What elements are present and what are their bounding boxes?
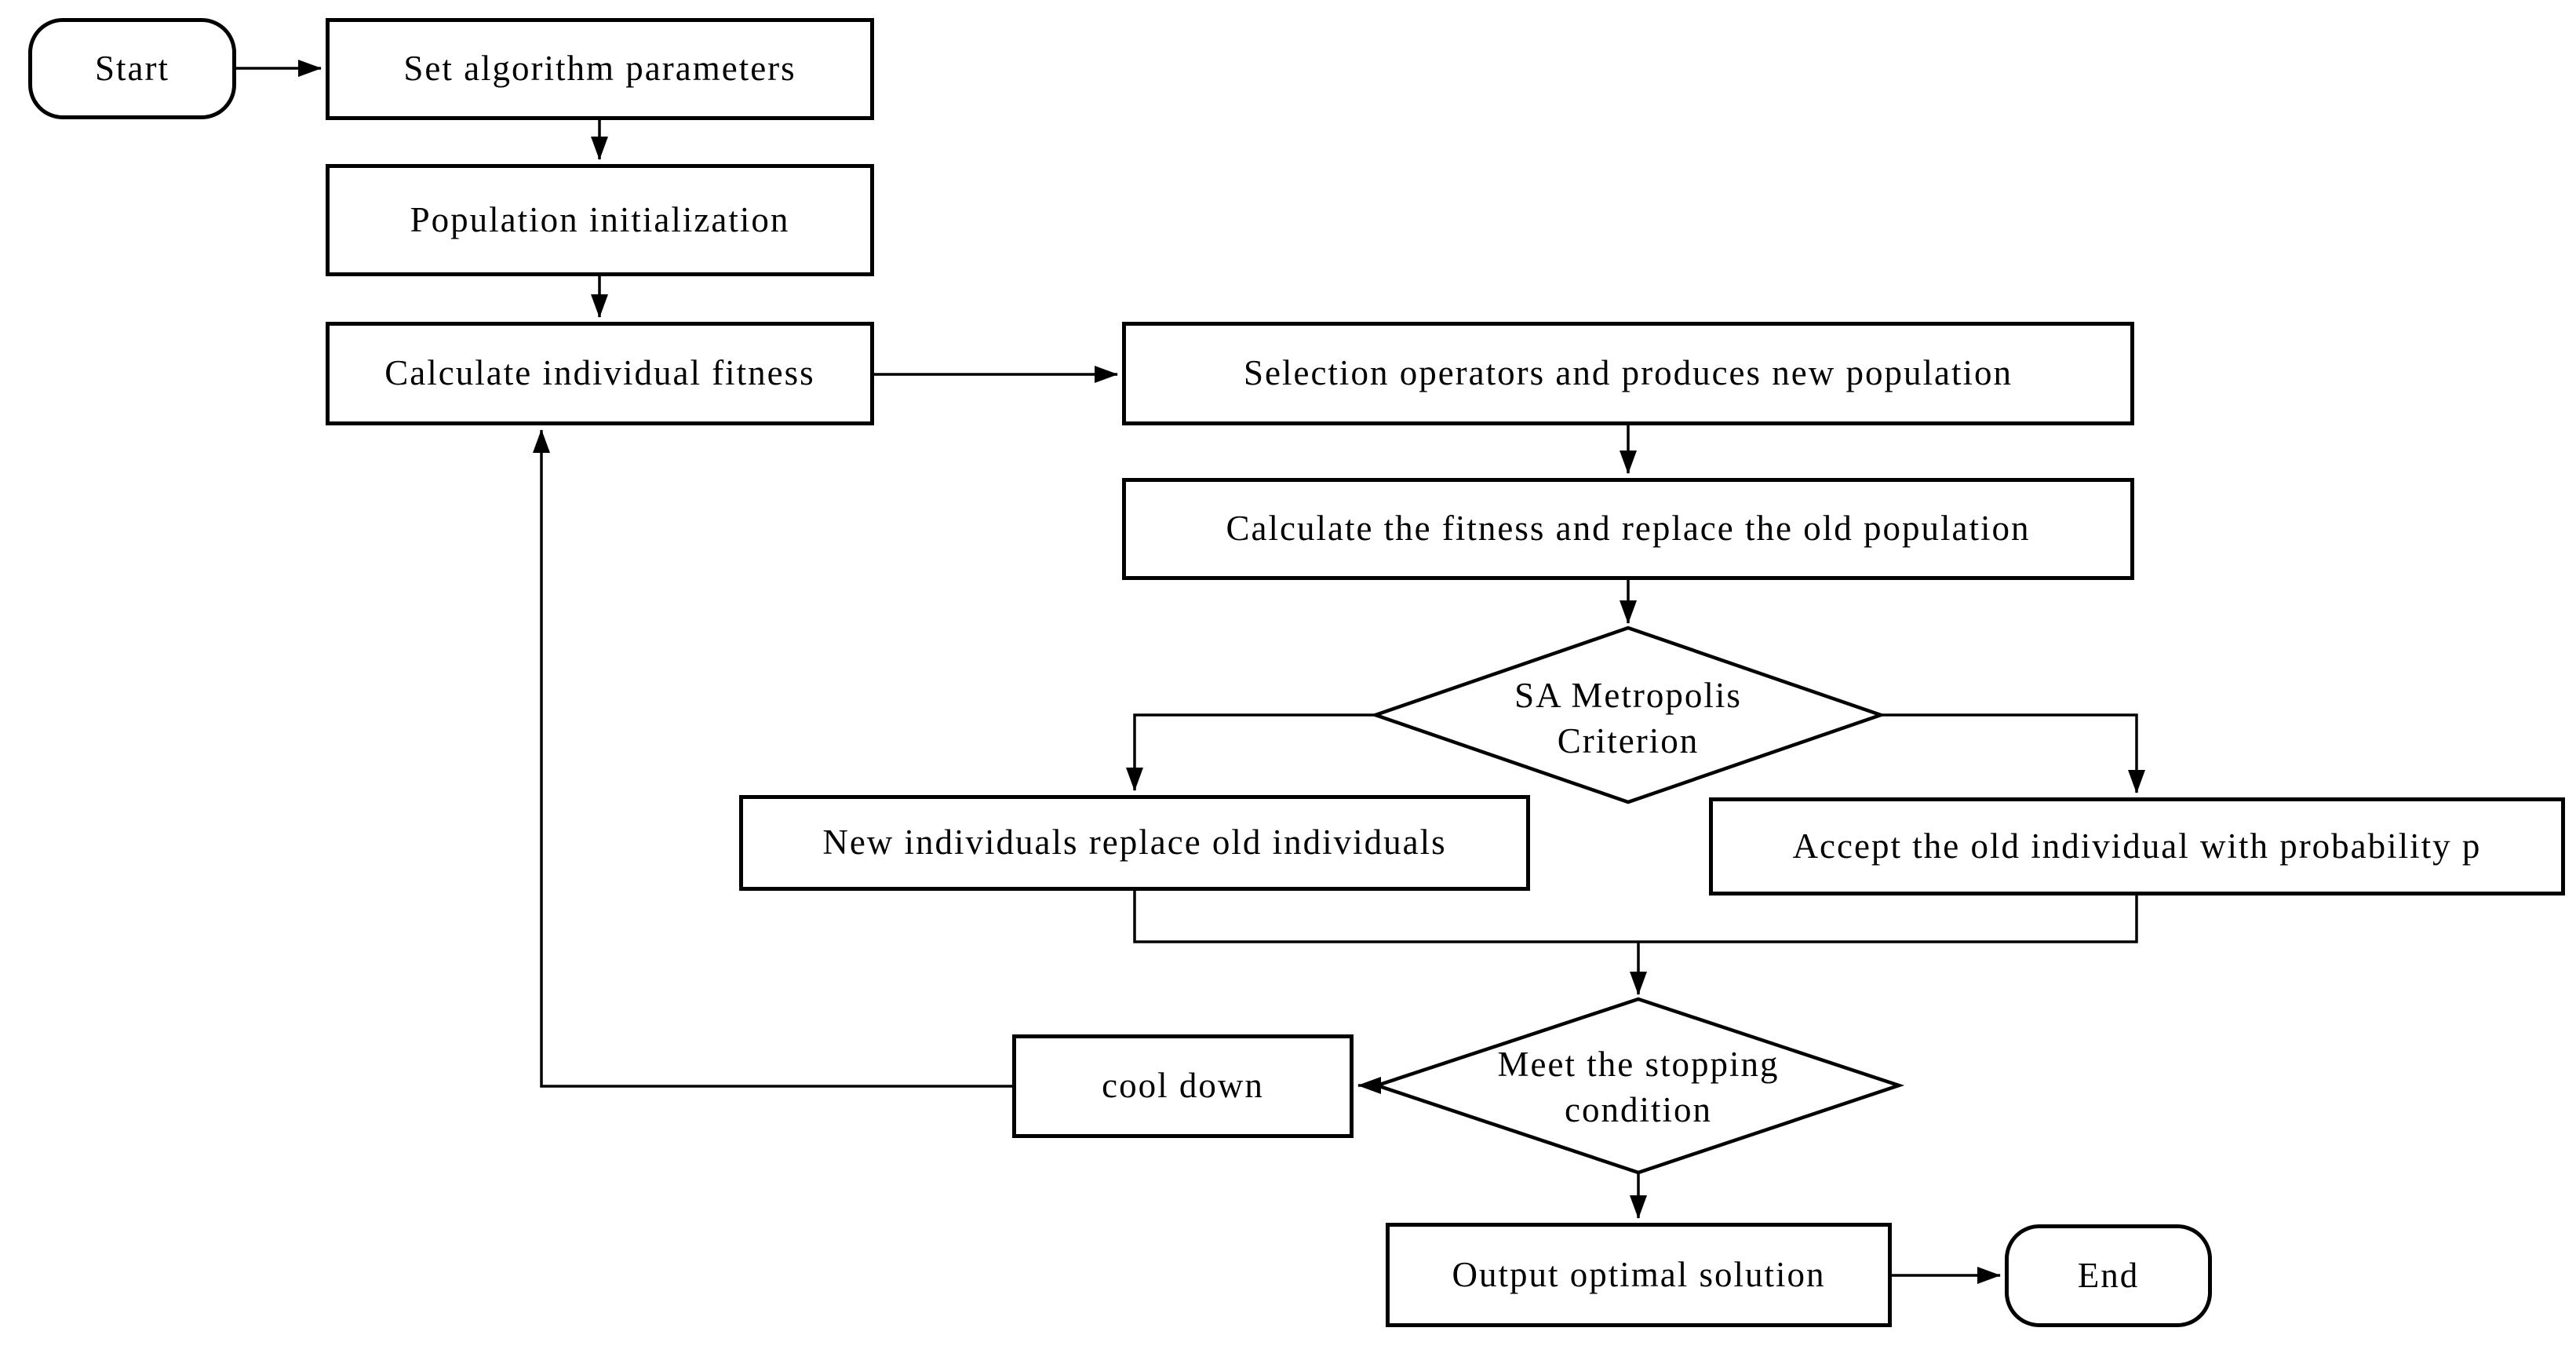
node-calculate-fitness-replace-population: Calculate the fitness and replace the ol… [1122,478,2134,580]
diamond-sa-metropolis-criterion [1370,626,1886,804]
label-sa-metropolis-line1: SA Metropolis [1514,676,1742,715]
node-set-algorithm-parameters: Set algorithm parameters [326,18,874,120]
node-calculate-individual-fitness: Calculate individual fitness [326,322,874,425]
node-accept-old-individual: Accept the old individual with probabili… [1709,797,2565,896]
node-population-initialization: Population initialization [326,164,874,276]
node-cool-down: cool down [1012,1034,1354,1138]
node-start: Start [28,18,236,119]
node-selection-operators: Selection operators and produces new pop… [1122,322,2134,425]
label-sa-metropolis-line2: Criterion [1557,721,1700,761]
label-stopping-line2: condition [1565,1090,1712,1129]
arrow-sa-right-to-accept-old [1881,713,2145,793]
label-sa-metropolis-criterion: SA Metropolis Criterion [1432,673,1824,764]
label-stopping-line1: Meet the stopping [1497,1045,1780,1084]
diamond-meet-stopping-condition [1371,997,1905,1175]
node-new-individuals-replace-old: New individuals replace old individuals [739,795,1530,891]
arrow-sa-left-to-new-individuals [1126,713,1375,791]
node-end: End [2005,1224,2212,1327]
label-meet-stopping-condition: Meet the stopping condition [1442,1041,1835,1133]
arrow-cool-down-loop-to-calc-fitness [533,429,1012,1088]
connector-branch-merge [1133,891,2138,943]
node-output-optimal-solution: Output optimal solution [1386,1223,1892,1327]
